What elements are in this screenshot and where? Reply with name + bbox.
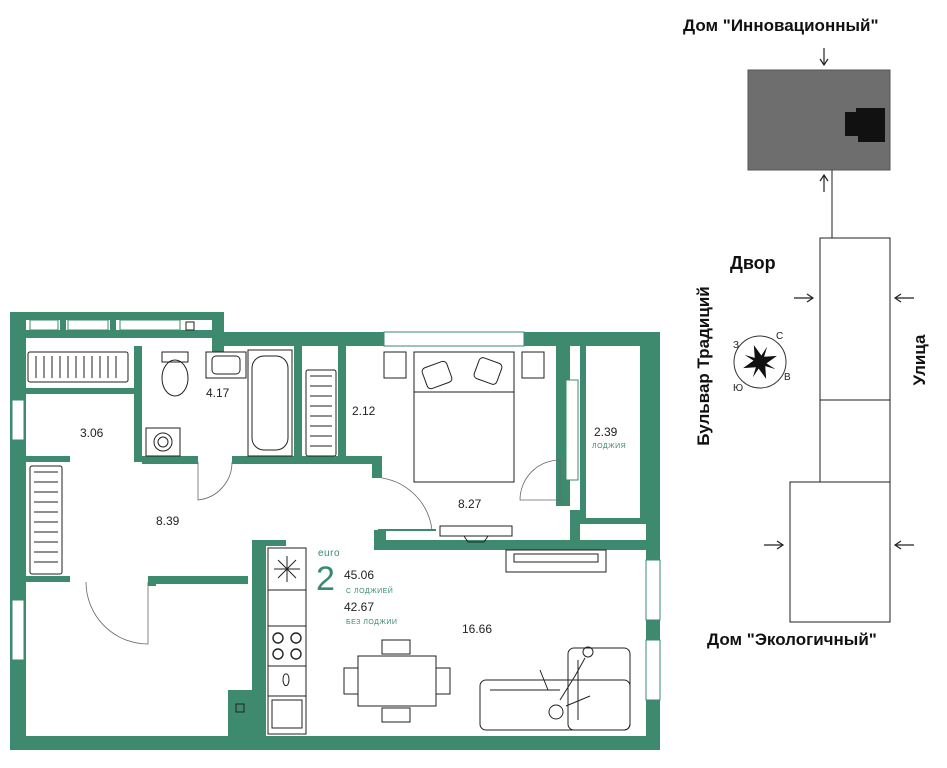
kitchen-counter bbox=[267, 547, 307, 735]
bathtub-icon bbox=[247, 349, 293, 457]
apartment-rooms: 2 bbox=[316, 560, 335, 598]
building-section bbox=[819, 399, 891, 483]
sink-icon bbox=[205, 351, 247, 379]
building-ecological bbox=[789, 481, 891, 623]
area-without-loggia: 42.67 bbox=[344, 600, 375, 614]
area-with-loggia-label: С ЛОДЖИЕЙ bbox=[346, 588, 394, 595]
toilet-icon bbox=[161, 351, 189, 397]
building-section bbox=[819, 237, 891, 401]
tv-icon bbox=[505, 549, 607, 573]
bed-icon bbox=[383, 351, 545, 483]
building-top-label: Дом "Инновационный" bbox=[683, 16, 879, 35]
compass-n-label: С bbox=[776, 331, 784, 342]
person-icon bbox=[539, 646, 594, 720]
room-area-wardrobe: 3.06 bbox=[80, 426, 104, 440]
sink-icon bbox=[271, 673, 303, 729]
entrance-arrows bbox=[764, 48, 914, 550]
apartment-type-prefix: euro bbox=[318, 548, 341, 559]
street-label: Улица bbox=[910, 334, 929, 386]
dining-table-icon bbox=[343, 639, 451, 723]
radiator-icon bbox=[29, 465, 63, 575]
loggia-label: ЛОДЖИЯ bbox=[592, 443, 627, 450]
site-plan bbox=[733, 48, 914, 623]
washing-machine-icon bbox=[145, 427, 181, 457]
compass-e-label: В bbox=[784, 372, 791, 383]
sofa-icon bbox=[479, 647, 631, 731]
compass-s-label: Ю bbox=[733, 383, 744, 394]
room-area-hall: 8.39 bbox=[156, 514, 180, 528]
yard-label: Двор bbox=[730, 253, 776, 273]
desk-icon bbox=[439, 525, 513, 543]
boulevard-label: Бульвар Традиций bbox=[694, 286, 713, 446]
windows bbox=[11, 319, 661, 701]
highlight-section bbox=[845, 108, 885, 142]
fridge-icon bbox=[274, 556, 300, 582]
stove-icon bbox=[272, 632, 302, 660]
doors bbox=[85, 459, 561, 645]
building-bottom-label: Дом "Экологичный" bbox=[707, 630, 877, 649]
radiator-icon bbox=[27, 351, 129, 383]
area-without-loggia-label: БЕЗ ЛОДЖИИ bbox=[346, 619, 398, 626]
balcony-furniture bbox=[185, 321, 245, 713]
radiator-icon bbox=[305, 369, 337, 457]
compass-w-label: З bbox=[733, 340, 740, 351]
room-area-bedroom: 8.27 bbox=[458, 497, 482, 511]
area-with-loggia: 45.06 bbox=[344, 568, 375, 582]
compass-icon bbox=[733, 335, 787, 389]
room-area-loggia: 2.39 bbox=[594, 425, 618, 439]
room-area-living: 16.66 bbox=[462, 622, 493, 636]
room-area-bathroom: 4.17 bbox=[206, 386, 230, 400]
room-area-storage: 2.12 bbox=[352, 404, 376, 418]
